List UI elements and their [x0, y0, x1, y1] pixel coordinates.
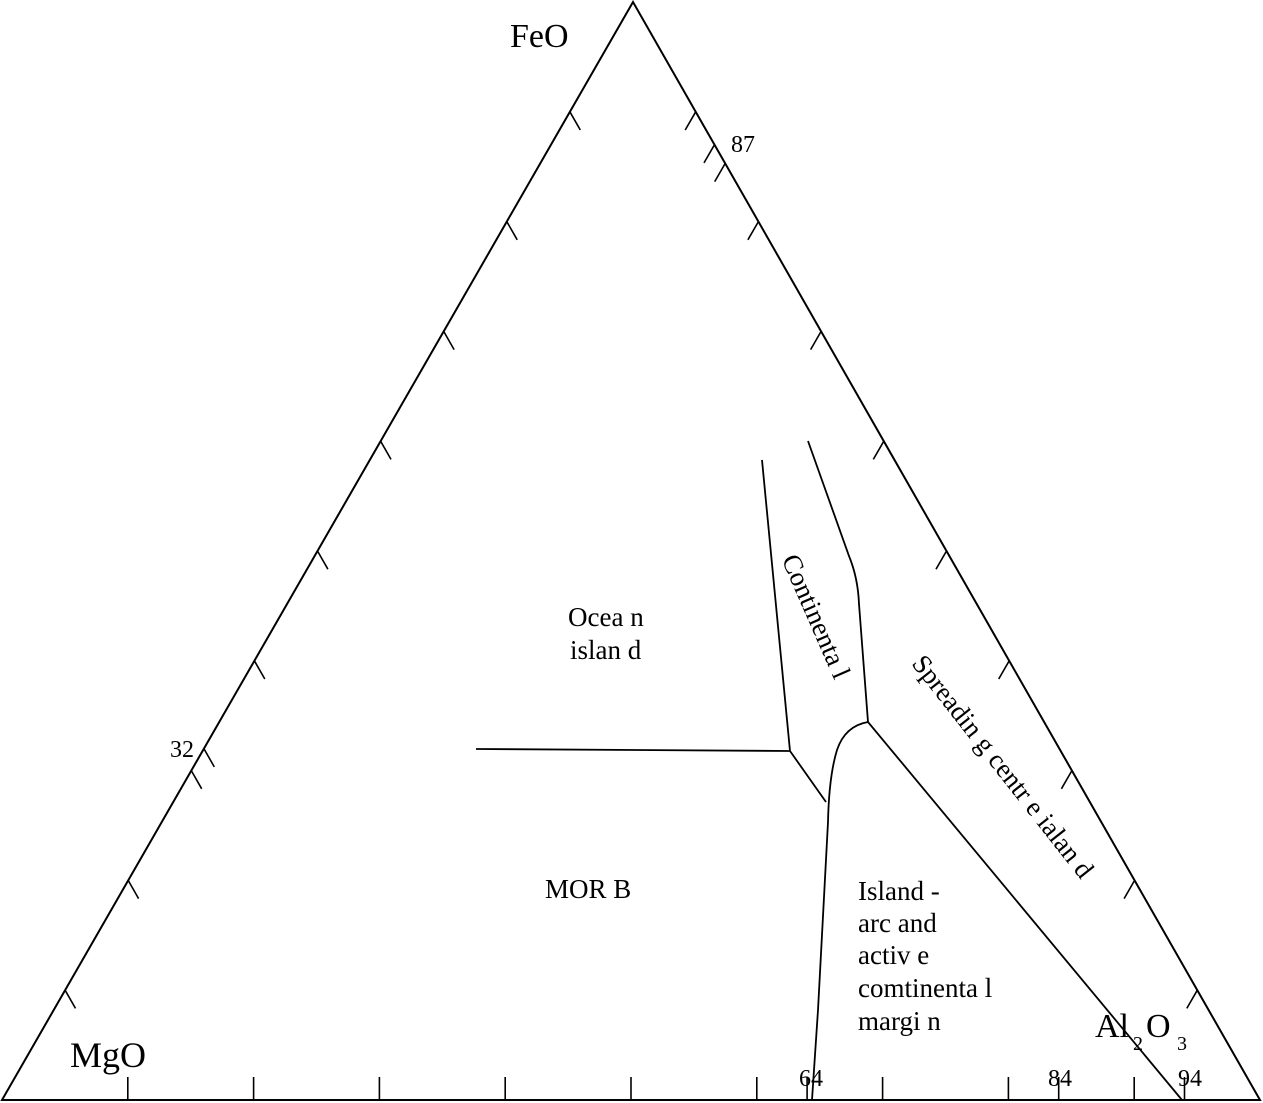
region-label-continental: Continenta l [776, 550, 857, 684]
right-edge-tick [1123, 880, 1136, 899]
apex-label-mgo: MgO [70, 1035, 146, 1075]
region-label-spreading-centre-island: Spreadin g centr e ialan d [906, 649, 1100, 884]
region-label-ocean-island-line-1: Ocea n [568, 602, 644, 632]
boundary-morb-continental-junction [789, 750, 827, 803]
tick-label-87: 87 [731, 132, 755, 158]
al2o3-part-o: O [1146, 1008, 1171, 1045]
region-label-ocean-island-line-2: islan d [570, 635, 642, 665]
region-label-island-arc-line-4: comtinenta l [858, 973, 992, 1003]
left-edge-tick [316, 550, 329, 570]
boundary-island-arc-left [811, 721, 869, 1101]
region-label-island-arc-line-5: margi n [858, 1006, 941, 1036]
right-edge-tick [747, 221, 760, 241]
region-label-morb: MOR B [545, 874, 631, 904]
al2o3-part-al: Al [1095, 1008, 1129, 1045]
boundary-continental-left [761, 459, 791, 752]
left-edge-tick [443, 331, 455, 350]
right-edge-tick [1060, 770, 1073, 790]
left-edge-tick [127, 880, 140, 899]
left-edge-tick [379, 440, 392, 460]
tick-label-94: 94 [1178, 1066, 1202, 1092]
right-edge-tick [935, 550, 948, 570]
left-edge-tick [253, 660, 266, 680]
region-label-island-arc-line-3: activ e [858, 940, 929, 970]
right-edge-tick [714, 163, 726, 182]
boundary-ocean-island-morb [475, 748, 791, 752]
apex-label-al2o3: Al 2 O 3 [1095, 1008, 1187, 1058]
tick-label-84: 84 [1048, 1066, 1072, 1092]
left-edge-tick [569, 111, 581, 131]
left-edge-tick [506, 221, 518, 241]
right-edge-tick [684, 111, 697, 131]
left-edge-tick [190, 770, 203, 790]
al2o3-sub-3: 3 [1177, 1033, 1187, 1055]
left-edge-tick [64, 989, 77, 1009]
tick-label-64: 64 [799, 1066, 823, 1092]
region-label-island-arc-line-2: arc and [858, 908, 937, 938]
tick-marks [64, 111, 1198, 1100]
right-edge-tick [809, 331, 822, 350]
tick-label-32: 32 [170, 737, 194, 763]
left-edge-tick [203, 748, 215, 768]
al2o3-sub-2: 2 [1133, 1033, 1143, 1055]
right-edge-tick [872, 440, 885, 460]
right-edge-tick [998, 660, 1010, 680]
apex-label-feo: FeO [510, 18, 569, 55]
region-label-island-arc-line-1: Island - [858, 876, 940, 906]
boundary-continental-right [807, 440, 869, 723]
right-edge-tick [703, 144, 716, 164]
right-edge-tick [1186, 989, 1198, 1009]
boundary-island-arc-spreading [867, 721, 1183, 1101]
